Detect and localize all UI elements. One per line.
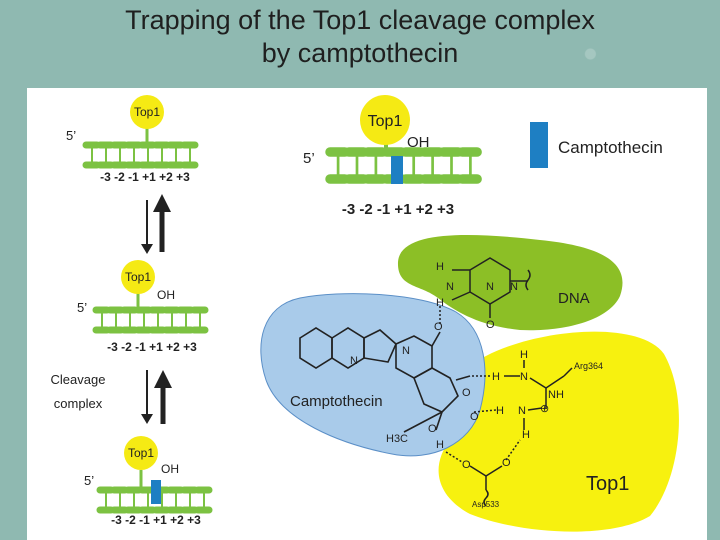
position-labels: -3 -2 -1 +1 +2 +3 xyxy=(342,201,454,218)
top1-enzyme xyxy=(121,260,155,294)
atom-label: N xyxy=(446,281,454,293)
top1-label: Top1 xyxy=(125,270,151,284)
camptothecin-region-label: Camptothecin xyxy=(290,393,383,410)
top1-enzyme xyxy=(130,95,164,129)
slide-title-line2: by camptothecin xyxy=(261,38,459,68)
top1-enzyme xyxy=(124,436,158,470)
cleavage-complex-label-line2: complex xyxy=(54,396,103,411)
dna-duplex xyxy=(96,310,208,330)
atom-label: H xyxy=(436,439,444,451)
atom-label: H xyxy=(522,429,530,441)
atom-label: O xyxy=(462,387,471,399)
hydroxyl-label: OH xyxy=(157,288,175,302)
atom-label: O xyxy=(434,321,443,333)
camptothecin-region xyxy=(260,293,486,457)
five-prime-label: 5’ xyxy=(66,128,76,143)
atom-label: O xyxy=(470,411,479,423)
atom-label: H xyxy=(436,261,444,273)
position-labels: -3 -2 -1 +1 +2 +3 xyxy=(111,513,201,527)
atom-label: H xyxy=(520,349,528,361)
atom-label: H xyxy=(436,297,444,309)
atom-label: O xyxy=(502,457,511,469)
molecular-interaction: H N H N N O DNA O N N O O O H3C H Campto… xyxy=(260,234,679,532)
atom-label: H3C xyxy=(386,433,408,445)
five-prime-label: 5’ xyxy=(84,473,94,488)
slide-title-line1: Trapping of the Top1 cleavage complex xyxy=(125,5,595,35)
stage-nicked-dna: Top1 OH 5’ -3 -2 -1 +1 +2 +3 xyxy=(77,260,208,354)
atom-label: N xyxy=(510,281,518,293)
atom-label: N xyxy=(520,371,528,383)
position-labels: -3 -2 -1 +1 +2 +3 xyxy=(107,340,197,354)
atom-label: N xyxy=(402,345,410,357)
asp-residue-label: Asp533 xyxy=(472,500,500,509)
top1-region-label: Top1 xyxy=(586,473,629,495)
legend: Camptothecin xyxy=(530,122,663,168)
equilibrium-arrows-upper xyxy=(141,194,171,254)
top1-enzyme-large xyxy=(360,95,410,145)
legend-label: Camptothecin xyxy=(558,138,663,157)
atom-label: N xyxy=(486,281,494,293)
charge-symbol: ⊕ xyxy=(540,403,549,415)
stage-free-dna: Top1 5’ -3 -2 -1 +1 +2 +3 xyxy=(66,95,198,184)
top1-region xyxy=(438,331,679,532)
stage-trapped-complex: Top1 OH 5’ -3 -2 -1 +1 +2 +3 xyxy=(84,436,212,527)
top1-label: Top1 xyxy=(368,113,403,130)
five-prime-label: 5’ xyxy=(77,300,87,315)
atom-label: O xyxy=(486,319,495,331)
atom-label: N xyxy=(350,355,358,367)
slide-title: Trapping of the Top1 cleavage complex by… xyxy=(0,4,720,70)
equilibrium-arrows-lower xyxy=(141,370,172,424)
atom-label: N xyxy=(518,405,526,417)
arg-residue-label: Arg364 xyxy=(574,361,603,371)
camptothecin-marker xyxy=(151,480,161,504)
atom-label: O xyxy=(428,423,437,435)
hydroxyl-label: OH xyxy=(407,134,430,151)
atom-label: H xyxy=(492,371,500,383)
enlarged-trapped-complex: Top1 OH 5’ -3 -2 -1 +1 +2 +3 xyxy=(303,95,481,218)
top1-label: Top1 xyxy=(134,105,160,119)
position-labels: -3 -2 -1 +1 +2 +3 xyxy=(100,170,190,184)
atom-label: H xyxy=(496,405,504,417)
hydroxyl-label: OH xyxy=(161,462,179,476)
five-prime-label: 5’ xyxy=(303,150,315,167)
cleavage-complex-label-line1: Cleavage xyxy=(51,372,106,387)
atom-label: NH xyxy=(548,389,564,401)
dna-duplex xyxy=(86,145,198,165)
top1-label: Top1 xyxy=(128,446,154,460)
dna-region-label: DNA xyxy=(558,290,590,307)
camptothecin-marker xyxy=(391,156,403,184)
legend-swatch xyxy=(530,122,548,168)
atom-label: O xyxy=(462,459,471,471)
